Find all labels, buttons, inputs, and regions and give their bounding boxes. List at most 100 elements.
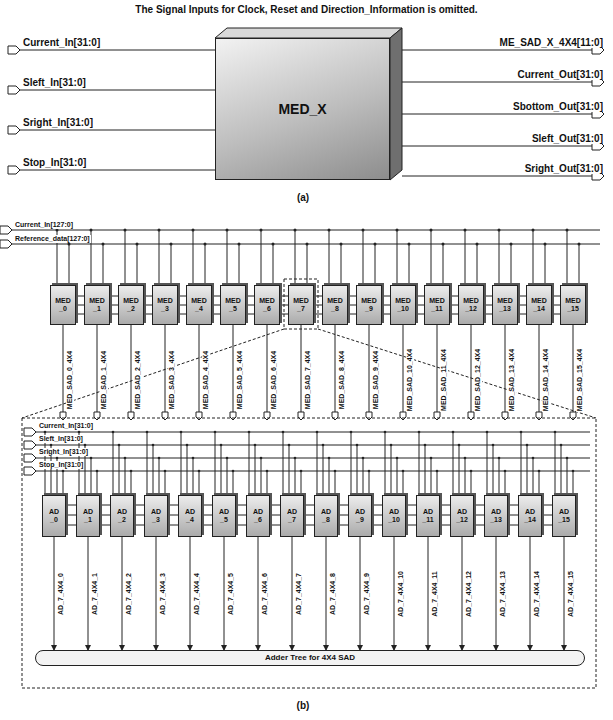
input-drop [301, 471, 302, 495]
med-block: MED _5 [220, 285, 246, 325]
output-wire [369, 325, 370, 412]
med-block: MED _9 [356, 285, 382, 325]
block-label: AD _6 [253, 508, 263, 524]
signal-name: Current_In[31:0] [22, 37, 101, 48]
signal-name: MED_SAD_4_4X4 [202, 350, 210, 410]
neighbor-wire [204, 505, 212, 506]
med-block: MED _11 [424, 285, 450, 325]
bus-drop [329, 230, 330, 285]
neighbor-wire [68, 505, 76, 506]
neighbor-wire [102, 505, 110, 506]
neighbor-wire [510, 525, 518, 526]
input-drop [539, 471, 540, 495]
input-drop [119, 445, 120, 495]
input-drop [505, 471, 506, 495]
junction-dot [220, 444, 223, 447]
connector [54, 537, 55, 650]
bus-drop [125, 230, 126, 285]
port-pin [24, 441, 36, 449]
junction-dot [486, 431, 489, 434]
port-pin [8, 166, 20, 174]
input-drop [521, 432, 522, 495]
bus-drop [431, 230, 432, 285]
junction-dot [180, 431, 183, 434]
edge-signal-name: AD_7_4X4_9 [363, 571, 371, 615]
figure-note: The Signal Inputs for Clock, Reset and D… [0, 4, 613, 15]
neighbor-wire [68, 525, 76, 526]
connector [292, 537, 293, 650]
ad-block: AD _15 [552, 495, 576, 537]
input-drop [63, 471, 64, 495]
neighbor-wire [442, 515, 450, 516]
signal-name: MED_SAD_15_4X4 [576, 348, 584, 412]
input-drop [193, 458, 194, 495]
junction-dot [306, 243, 309, 246]
junction-dot [316, 431, 319, 434]
port-pin [60, 412, 66, 420]
junction-dot [130, 470, 133, 473]
input-drop [113, 432, 114, 495]
bus-drop [567, 230, 568, 285]
neighbor-wire [136, 525, 144, 526]
bus-drop [205, 244, 206, 285]
junction-dot [498, 457, 501, 460]
junction-dot [396, 229, 399, 232]
input-drop [91, 458, 92, 495]
signal-name: MED_SAD_9_4X4 [372, 350, 380, 410]
ad-block: AD _5 [212, 495, 236, 537]
connector [394, 537, 395, 650]
edge-signal-name: AD_7_4X4_10 [397, 570, 405, 618]
bus-drop [443, 244, 444, 285]
edge-signal-name: AD_7_4X4_0 [57, 571, 65, 615]
junction-dot [566, 457, 569, 460]
junction-dot [328, 229, 331, 232]
junction-dot [350, 431, 353, 434]
bus-drop [533, 230, 534, 285]
junction-dot [554, 431, 557, 434]
junction-dot [560, 444, 563, 447]
junction-dot [418, 431, 421, 434]
input-drop [527, 445, 528, 495]
input-drop [153, 445, 154, 495]
neighbor-wire [306, 515, 314, 516]
input-drop [335, 471, 336, 495]
med-block: MED _10 [390, 285, 416, 325]
neighbor-wire [340, 515, 348, 516]
junction-dot [464, 457, 467, 460]
block-label: Adder Tree for 4X4 SAD [265, 653, 355, 662]
port-pin [196, 412, 202, 420]
block-label: AD _12 [456, 508, 468, 524]
neighbor-wire [272, 505, 280, 506]
neighbor-wire [238, 505, 246, 506]
block-label: AD _4 [185, 508, 195, 524]
junction-dot [62, 470, 65, 473]
block-label: MED _7 [293, 297, 309, 313]
junction-dot [424, 444, 427, 447]
output-wire [267, 325, 268, 412]
junction-dot [334, 470, 337, 473]
input-drop [227, 458, 228, 495]
junction-dot [146, 431, 149, 434]
junction-dot [118, 444, 121, 447]
signal-name: MED_SAD_3_4X4 [168, 350, 176, 410]
junction-dot [266, 470, 269, 473]
adder-tree-bar: Adder Tree for 4X4 SAD [35, 650, 585, 666]
output-wire [402, 50, 592, 51]
output-wire [402, 82, 592, 83]
block-side-face [390, 28, 402, 180]
input-drop [403, 471, 404, 495]
block-label: AD _7 [287, 508, 297, 524]
input-drop [267, 471, 268, 495]
input-drop [555, 432, 556, 495]
neighbor-wire [170, 515, 178, 516]
junction-dot [226, 229, 229, 232]
neighbor-wire [136, 505, 144, 506]
module-block: MED_X [215, 38, 390, 180]
input-drop [249, 432, 250, 495]
port-pin [24, 454, 36, 462]
input-drop [425, 445, 426, 495]
signal-name: Reference_data[127:0] [14, 235, 91, 243]
connector [88, 537, 89, 650]
output-wire [63, 325, 64, 412]
signal-name: MED_SAD_14_4X4 [542, 348, 550, 412]
